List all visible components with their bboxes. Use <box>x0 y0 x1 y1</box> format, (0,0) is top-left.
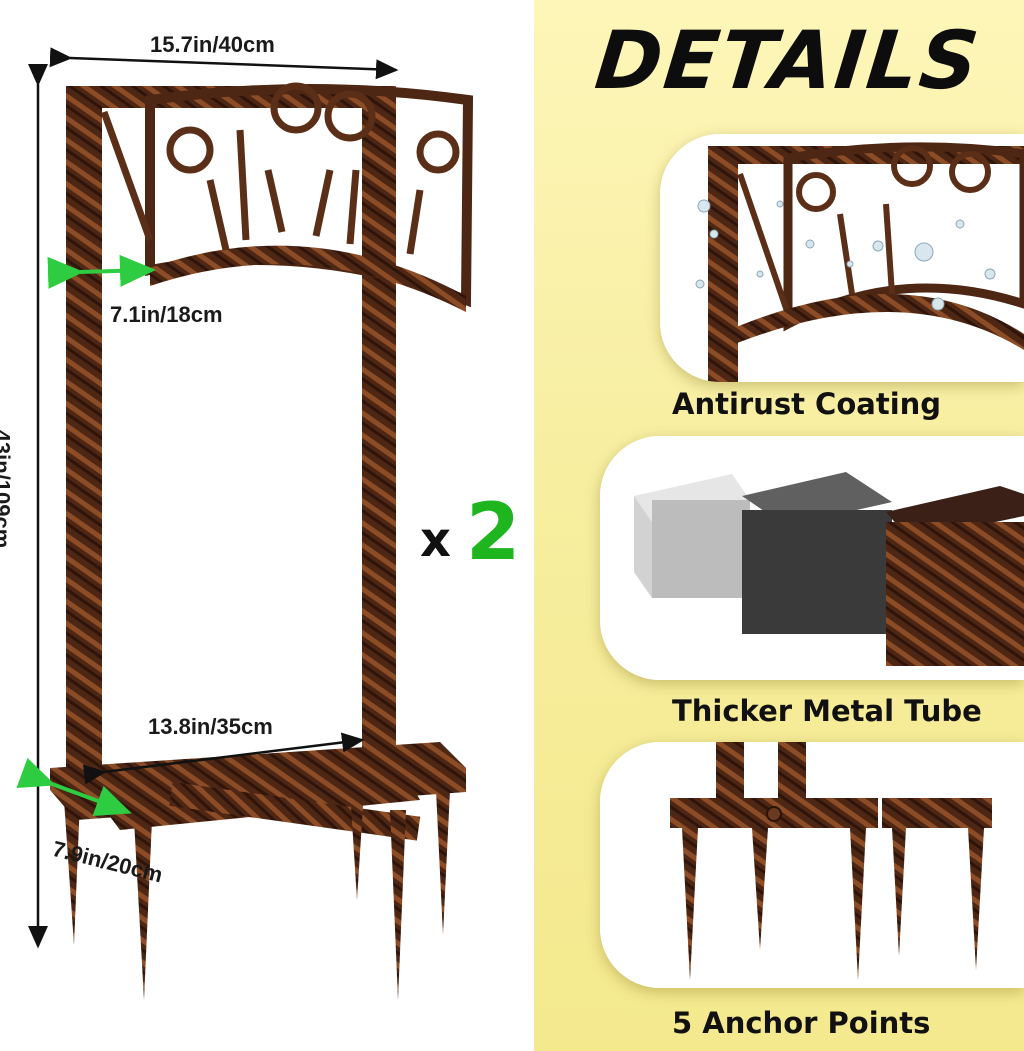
height-label: 43in/109cm <box>0 429 15 549</box>
hook-depth-label: 7.1in/18cm <box>110 302 223 327</box>
details-title: DETAILS <box>591 14 985 107</box>
antirust-label: Antirust Coating <box>672 387 942 421</box>
quantity-prefix: x <box>420 512 451 568</box>
top-width-label: 15.7in/40cm <box>150 32 275 57</box>
tube-card <box>600 436 1024 680</box>
hose-holder-illustration <box>16 47 474 1000</box>
metal-tube-layers-icon <box>600 436 1024 680</box>
ground-spikes-icon <box>600 742 1024 988</box>
product-panel: 15.7in/40cm 7.1in/18cm 43in/109cm 13.8in… <box>0 32 521 1000</box>
base-width-label: 13.8in/35cm <box>148 714 273 739</box>
antirust-card <box>660 134 1024 382</box>
anchor-label: 5 Anchor Points <box>672 1006 931 1040</box>
quantity-count: 2 <box>466 488 521 578</box>
tube-label: Thicker Metal Tube <box>672 694 982 728</box>
anchor-card <box>600 742 1024 988</box>
water-droplets-closeup-icon <box>660 134 1024 382</box>
